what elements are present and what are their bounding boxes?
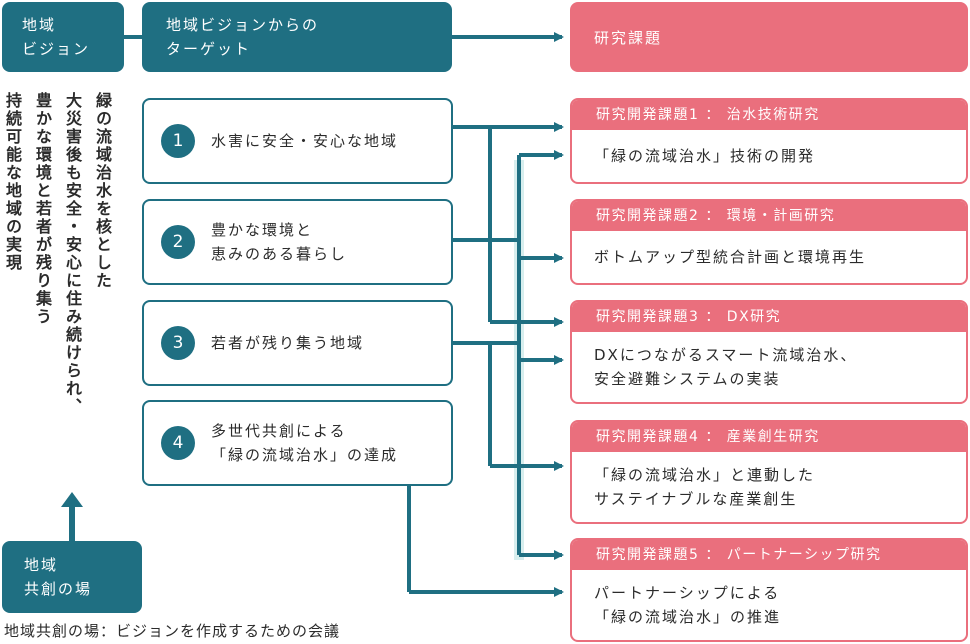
co-creation-line-1: 地域: [24, 556, 59, 574]
target-4-line-1: 多世代共創による: [211, 422, 347, 440]
target-header: 地域ビジョンからの ターゲット: [142, 2, 452, 72]
target-number-3: 3: [161, 326, 195, 360]
co-creation-arrowhead: [61, 492, 83, 507]
target-number-4: 4: [161, 426, 195, 460]
co-creation-box: 地域 共創の場: [2, 541, 142, 613]
research-topic-4-title: 研究開発課題4 ： 産業創生研究: [572, 422, 966, 452]
target-number-1: 1: [161, 124, 195, 158]
research-topic-4-line-2: サステイナブルな産業創生: [594, 490, 798, 508]
target-box-3: 3 若者が残り集う地域: [142, 300, 453, 386]
target-box-2: 2 豊かな環境と 恵みのある暮らし: [142, 199, 453, 285]
research-topic-2-title: 研究開発課題2 ： 環境・計画研究: [572, 201, 966, 231]
target-text-1: 水害に安全・安心な地域: [211, 129, 398, 153]
research-topic-1-line-1: 「緑の流域治水」技術の開発: [594, 147, 816, 165]
vision-line-4: 持続可能な地域の実現: [3, 92, 22, 272]
research-topic-3-title: 研究開発課題3 ： DX研究: [572, 302, 966, 332]
vision-line-1: 緑の流域治水を核とした: [93, 92, 112, 290]
research-topic-5: 研究開発課題5 ： パートナーシップ研究 パートナーシップによる 「緑の流域治水…: [570, 538, 968, 642]
target-box-4: 4 多世代共創による 「緑の流域治水」の達成: [142, 400, 453, 486]
regional-vision-line-2: ビジョン: [22, 40, 91, 58]
vision-line-2: 大災害後も安全・安心に住み続けられ、: [63, 92, 82, 416]
research-topic-5-body: パートナーシップによる 「緑の流域治水」の推進: [572, 570, 966, 640]
target-2-line-2: 恵みのある暮らし: [211, 245, 348, 263]
research-topic-4-line-1: 「緑の流域治水」と連動した: [594, 466, 816, 484]
target-text-4: 多世代共創による 「緑の流域治水」の達成: [211, 419, 398, 467]
target-number-2: 2: [161, 225, 195, 259]
vision-statement: 緑の流域治水を核とした 大災害後も安全・安心に住み続けられ、 豊かな環境と若者が…: [0, 92, 124, 422]
research-topic-3: 研究開発課題3 ： DX研究 DXにつながるスマート流域治水、 安全避難システム…: [570, 300, 968, 404]
target-text-3: 若者が残り集う地域: [211, 331, 364, 355]
research-topic-4-body: 「緑の流域治水」と連動した サステイナブルな産業創生: [572, 452, 966, 522]
research-topic-5-title: 研究開発課題5 ： パートナーシップ研究: [572, 540, 966, 570]
research-topic-4: 研究開発課題4 ： 産業創生研究 「緑の流域治水」と連動した サステイナブルな産…: [570, 420, 968, 524]
research-topic-3-line-2: 安全避難システムの実装: [594, 370, 781, 388]
research-topic-5-line-2: 「緑の流域治水」の推進: [594, 608, 782, 626]
research-topic-3-line-1: DXにつながるスマート流域治水、: [594, 346, 858, 364]
research-topic-1-title: 研究開発課題1 ： 治水技術研究: [572, 100, 966, 130]
target-text-2: 豊かな環境と 恵みのある暮らし: [211, 218, 347, 266]
target-header-line-1: 地域ビジョンからの: [166, 16, 320, 34]
research-topic-2-line-1: ボトムアップ型統合計画と環境再生: [594, 248, 867, 266]
research-topic-5-line-1: パートナーシップによる: [594, 584, 781, 602]
target-header-line-2: ターゲット: [166, 40, 252, 58]
research-topic-2-body: ボトムアップ型統合計画と環境再生: [572, 231, 966, 283]
target-2-line-1: 豊かな環境と: [211, 221, 314, 239]
research-topic-3-body: DXにつながるスマート流域治水、 安全避難システムの実装: [572, 332, 966, 402]
research-topics-header-label: 研究課題: [594, 28, 663, 47]
research-topics-header: 研究課題: [570, 2, 968, 72]
co-creation-line-2: 共創の場: [24, 580, 93, 598]
research-topic-1-body: 「緑の流域治水」技術の開発: [572, 130, 966, 182]
target-box-1: 1 水害に安全・安心な地域: [142, 98, 453, 184]
regional-vision-line-1: 地域: [22, 16, 57, 34]
research-topic-1: 研究開発課題1 ： 治水技術研究 「緑の流域治水」技術の開発: [570, 98, 968, 184]
target-1-line-1: 水害に安全・安心な地域: [211, 132, 399, 150]
footnote: 地域共創の場：ビジョンを作成するための会議: [4, 622, 341, 640]
target-3-line-1: 若者が残り集う地域: [211, 334, 365, 352]
target-4-line-2: 「緑の流域治水」の達成: [211, 446, 399, 464]
research-topic-2: 研究開発課題2 ： 環境・計画研究 ボトムアップ型統合計画と環境再生: [570, 199, 968, 285]
vision-line-3: 豊かな環境と若者が残り集う: [33, 92, 52, 326]
regional-vision-header: 地域 ビジョン: [2, 2, 124, 72]
